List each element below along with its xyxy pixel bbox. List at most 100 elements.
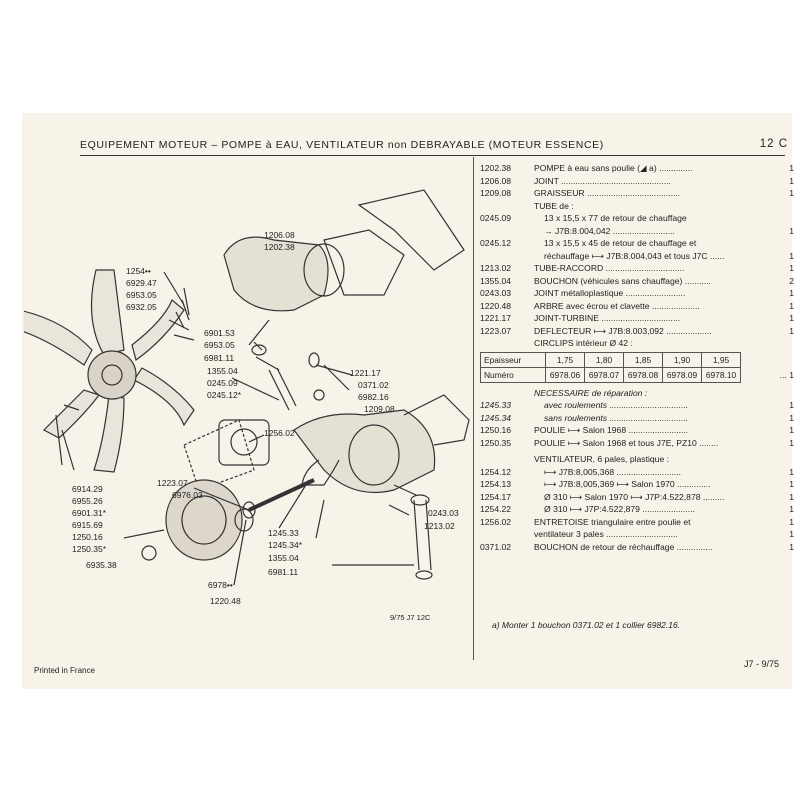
- callout-1256-02: 1256.02: [264, 428, 295, 438]
- part-ref: 1254.17: [480, 491, 512, 502]
- catalogue-page: [22, 113, 792, 689]
- part-desc: BOUCHON de retour de réchauffage .......…: [534, 541, 713, 552]
- part-desc: Ø 310 ⟼ J7P:4.522,879 ..................…: [544, 504, 695, 514]
- part-ref: 1213.02: [480, 263, 512, 273]
- footnote: a) Monter 1 bouchon 0371.02 et 1 collier…: [492, 620, 681, 630]
- callout-6914-29: 6914.29: [72, 484, 103, 494]
- part-row: 1254.22 Ø 310 ⟼ J7P:4.522,879 ...........…: [480, 503, 796, 516]
- part-qty: 1: [789, 491, 794, 502]
- number-cell: 6978.09: [662, 366, 702, 383]
- part-qty: 1: [789, 425, 794, 435]
- part-desc: JOINT ..................................…: [534, 175, 671, 186]
- part-row: 1223.07 DEFLECTEUR ⟼ J7B:8.003,092 ......…: [480, 325, 796, 338]
- part-row: VENTILATEUR, 6 pales, plastique :: [480, 453, 796, 466]
- callout-1355-04-b: 1355.04: [268, 553, 299, 563]
- part-desc: ⟼ J7B:8,005,369 ⟼ Salon 1970 ...........…: [544, 479, 711, 489]
- part-ref: 1254.22: [480, 504, 512, 514]
- callout-1245-33: 1245.33: [268, 528, 299, 538]
- part-row: TUBE de :: [480, 200, 796, 213]
- callout-1245-34: 1245.34*: [268, 540, 303, 550]
- part-qty: 1: [789, 175, 794, 186]
- exploded-diagram: 1206.08 1202.38 1254•• 6929.47 6953.05 6…: [24, 170, 474, 650]
- part-ref: 1250.16: [480, 425, 512, 435]
- part-row: 1254.17 Ø 310 ⟼ Salon 1970 ⟼ J7P:4.522,87…: [480, 491, 796, 504]
- part-qty: 1: [789, 188, 794, 198]
- callout-6955-26: 6955.26: [72, 496, 103, 506]
- part-qty: 1: [789, 529, 794, 539]
- number-cell: 6978.07: [584, 366, 624, 383]
- part-desc: TUBE-RACCORD ...........................…: [534, 263, 685, 273]
- part-qty: 1: [789, 400, 794, 410]
- callout-6976-03: 6976.03: [172, 490, 203, 500]
- number-cell: 6978.06: [545, 366, 585, 383]
- thickness-cell: 1,90: [662, 351, 702, 368]
- part-desc: DEFLECTEUR ⟼ J7B:8.003,092 .............…: [534, 325, 712, 336]
- callout-6953-05-b: 6953.05: [204, 340, 235, 350]
- part-qty: 1: [789, 325, 794, 336]
- part-desc: POMPE à eau sans poulie (◢ a) ..........…: [534, 163, 693, 173]
- part-qty: 1: [789, 516, 794, 527]
- circlips-block: Epaisseur 1,75 1,80 1,85 1,90 1,95 Numér…: [480, 351, 796, 383]
- callout-1250-16: 1250.16: [72, 532, 103, 542]
- part-ref: 1223.07: [480, 325, 512, 336]
- part-desc: GRAISSEUR ..............................…: [534, 188, 681, 198]
- callout-1254: 1254••: [126, 266, 151, 276]
- callout-0371-02: 0371.02: [358, 380, 389, 390]
- printed-in-france: Printed in France: [34, 666, 95, 675]
- callout-6935-38: 6935.38: [86, 560, 117, 570]
- callout-1209-08: 1209.08: [364, 404, 395, 414]
- callout-1202-38: 1202.38: [264, 242, 295, 252]
- part-row: 1213.02 TUBE-RACCORD ....................…: [480, 262, 796, 275]
- parts-list: 1202.38 POMPE à eau sans poulie (◢ a) ...…: [480, 162, 796, 553]
- part-desc: Ø 310 ⟼ Salon 1970 ⟼ J7P:4.522,878 .....…: [544, 491, 725, 502]
- part-desc: NECESSAIRE de réparation :: [534, 387, 648, 398]
- diagram-drawing: [24, 189, 470, 586]
- part-row: 0371.02 BOUCHON de retour de réchauffage …: [480, 541, 796, 554]
- part-desc: ⟼ J7B:8,005,368 ........................…: [544, 466, 681, 477]
- part-ref: 1209.08: [480, 188, 512, 198]
- part-ref: 1202.38: [480, 163, 512, 173]
- thickness-cell: 1,80: [584, 351, 624, 368]
- part-ref: 0371.02: [480, 541, 512, 552]
- callout-6981-11-b: 6981.11: [268, 567, 299, 577]
- callout-1221-17: 1221.17: [350, 368, 381, 378]
- part-desc: JOINT-TURBINE ..........................…: [534, 313, 681, 323]
- callout-1220-48: 1220.48: [210, 596, 241, 606]
- part-row: réchauffage ⟼ J7B:8.004,043 et tous J7C …: [480, 250, 796, 263]
- part-ref: 1256.02: [480, 516, 512, 527]
- part-qty: 1: [789, 479, 794, 489]
- column-divider: [473, 157, 474, 660]
- part-qty: 1: [789, 437, 794, 448]
- part-row: 1202.38 POMPE à eau sans poulie (◢ a) ...…: [480, 162, 796, 175]
- part-ref: 1254.13: [480, 479, 512, 489]
- number-cell: 6978.10: [701, 366, 741, 383]
- part-desc: JOINT métalloplastique .................…: [534, 288, 686, 298]
- part-qty: 1: [789, 250, 794, 261]
- callout-6981-11: 6981.11: [204, 353, 235, 363]
- part-ref: 0245.12: [480, 238, 512, 248]
- page-header: EQUIPEMENT MOTEUR – POMPE à EAU, VENTILA…: [80, 138, 788, 153]
- part-ref: 1245.34: [480, 412, 512, 423]
- part-row: → J7B:8.004,042 ........................…: [480, 225, 796, 238]
- part-ref: 1206.08: [480, 175, 512, 186]
- page-number: 12 C: [759, 138, 788, 150]
- part-qty: 1: [789, 466, 794, 477]
- part-ref: 1254.12: [480, 466, 512, 477]
- part-desc: TUBE de :: [534, 200, 574, 211]
- part-ref: 1250.35: [480, 437, 512, 448]
- callout-6929-47: 6929.47: [126, 278, 157, 288]
- part-desc: avec roulements ........................…: [544, 400, 689, 410]
- circlips-qty: ... 1: [779, 369, 794, 380]
- part-qty: 1: [789, 288, 794, 298]
- callout-6982-16: 6982.16: [358, 392, 389, 402]
- part-desc: ventilateur 3 pales ....................…: [534, 529, 678, 539]
- callout-6953-05: 6953.05: [126, 290, 157, 300]
- part-desc: VENTILATEUR, 6 pales, plastique :: [534, 454, 670, 464]
